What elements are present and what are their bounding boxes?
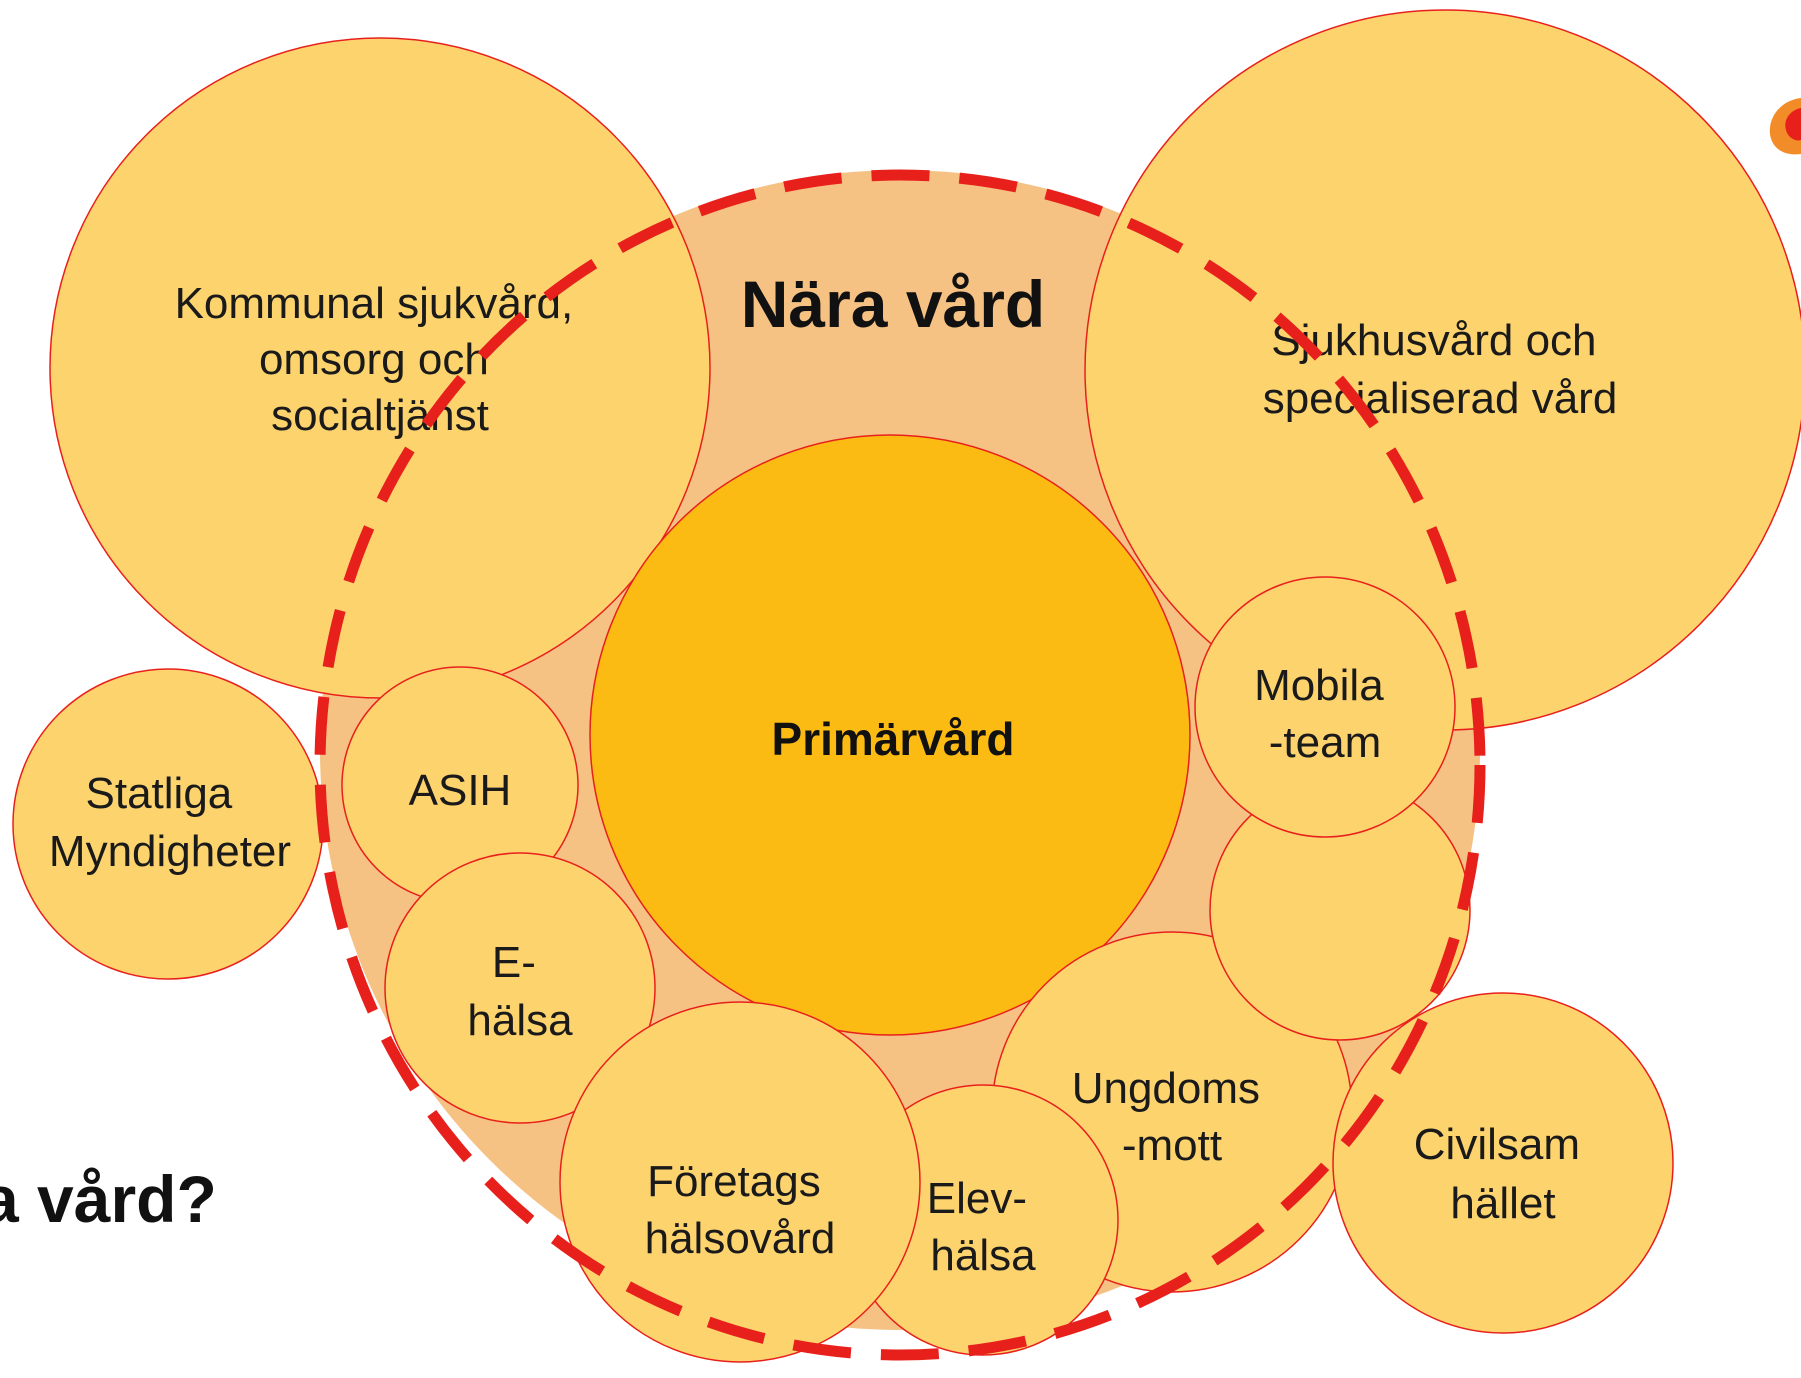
circle-civil: Civilsam hället [1332, 992, 1674, 1334]
circle-primarvard: Primärvård [589, 434, 1191, 1036]
logo-icon [1769, 98, 1801, 155]
statliga-line-2: Myndigheter [49, 827, 291, 876]
statliga-line-1: Statliga [86, 769, 233, 818]
civil-line-2: hället [1450, 1179, 1555, 1228]
ungdoms-line-2: -mott [1122, 1121, 1222, 1170]
svg-text:Civilsam hället: Civilsam hället [1414, 1120, 1592, 1228]
ehalsa-line-1: E- [492, 938, 536, 987]
svg-text:ASIH: ASIH [409, 766, 512, 815]
circle-ehalsa: E- hälsa [384, 852, 656, 1124]
partial-heading: a vård? [0, 1162, 217, 1236]
primarvard-label: Primärvård [772, 713, 1015, 765]
circle-asih: ASIH [341, 666, 579, 904]
svg-text:Kommunal sjukvård, omsor: Kommunal sjukvård, omsorg och socialtjän… [175, 279, 586, 440]
svg-text:Mobila -team: Mobila -team [1254, 661, 1396, 767]
civil-line-1: Civilsam [1414, 1120, 1580, 1169]
asih-label: ASIH [409, 766, 512, 815]
circle-foretags: Företags hälsovård [559, 1001, 921, 1363]
circle-mobila: Mobila -team [1194, 576, 1456, 838]
svg-text:Sjukhusvård och speciali: Sjukhusvård och specialiserad vård [1263, 316, 1618, 423]
svg-text:Ungdoms -mott: Ungdoms -mott [1072, 1064, 1273, 1170]
mobila-line-1: Mobila [1254, 661, 1384, 710]
circle-kommunal: Kommunal sjukvård, omsorg och socialtjän… [49, 37, 711, 699]
circle-statliga: Statliga Myndigheter [12, 668, 324, 980]
ehalsa-line-2: hälsa [467, 996, 573, 1045]
kommunal-line-2: omsorg och [259, 335, 489, 384]
kommunal-line-3: socialtjänst [271, 391, 489, 440]
nara-vard-title: Nära vård [741, 267, 1046, 341]
kommunal-line-1: Kommunal sjukvård, [175, 279, 574, 328]
sjukhus-line-1: Sjukhusvård och [1271, 316, 1596, 365]
mobila-line-2: -team [1269, 718, 1381, 767]
svg-text:Elev- hälsa: Elev- hälsa [927, 1174, 1039, 1280]
foretags-line-1: Företags [647, 1157, 821, 1206]
svg-text:Företags hälsovård: Företags hälsovård [645, 1157, 836, 1263]
svg-text:Statliga Myndigheter: Statliga Myndigheter [49, 769, 291, 876]
ungdoms-line-1: Ungdoms [1072, 1064, 1260, 1113]
elev-line-1: Elev- [927, 1174, 1027, 1223]
foretags-line-2: hälsovård [645, 1214, 836, 1263]
circle-sjukhus: Sjukhusvård och specialiserad vård [1084, 9, 1801, 731]
svg-text:E- hälsa: E- hälsa [467, 938, 573, 1045]
elev-line-2: hälsa [930, 1231, 1036, 1280]
sjukhus-line-2: specialiserad vård [1263, 374, 1618, 423]
dashed-boundary [314, 169, 1486, 1361]
